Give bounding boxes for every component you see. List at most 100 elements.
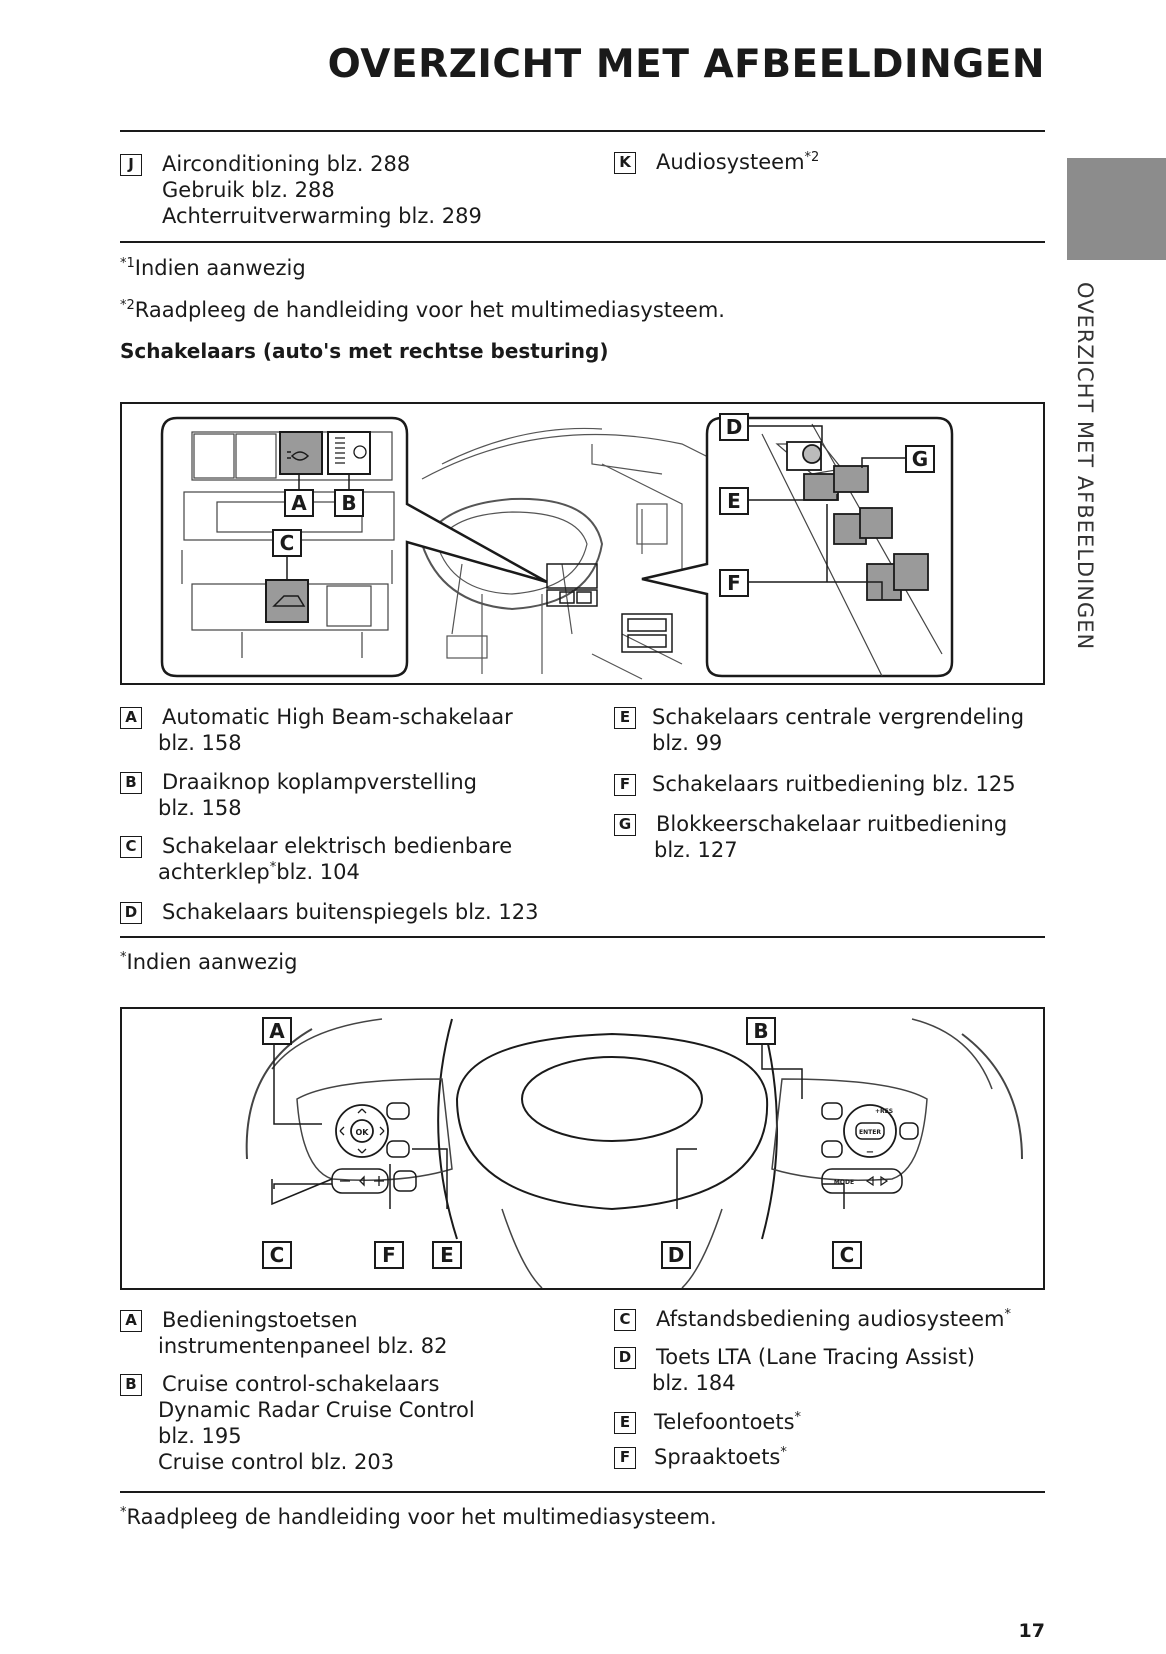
mode-button-label: MODE [834,1179,854,1186]
figure-callout-d: D [726,415,743,439]
legend-item-b: B Cruise control-schakelaars Dynamic Rad… [120,1371,590,1475]
section-rule [120,936,1045,938]
legend-item-e: E Telefoontoets* [614,1409,1044,1435]
item-text: instrumentenpaneel blz. 82 [158,1334,448,1358]
item-text: Toets LTA (Lane Tracing Assist) [656,1345,975,1369]
steering-wheel-illustration: A B C F E D C OK ENTER MODE +RES − [120,1007,1045,1290]
item-text: Airconditioning blz. 288 [162,152,411,176]
item-text: Achterruitverwarming blz. 289 [162,204,482,228]
item-text: Cruise control-schakelaars [162,1372,440,1396]
section-rule [120,241,1045,243]
item-text: blz. 158 [158,731,242,755]
key-badge: E [614,1412,636,1434]
item-text: Schakelaar elektrisch bedienbare [162,834,513,858]
footnote-mark: *2 [120,298,135,313]
footnote-text: Indien aanwezig [126,950,298,974]
key-badge: B [120,772,142,794]
figure-callout-a: A [269,1019,285,1043]
section-rule [120,1491,1045,1493]
item-text: Spraaktoets [654,1445,781,1469]
key-badge: A [120,1310,142,1332]
section-tab [1067,158,1166,260]
figure-callout-c: C [280,531,295,555]
item-text: Gebruik blz. 288 [162,178,335,202]
legend-item-g: G Blokkeerschakelaar ruitbediening blz. … [614,811,1044,863]
res-button-label: +RES [875,1108,893,1115]
footnote: *1Indien aanwezig [120,256,306,280]
legend-item-j: J Airconditioning blz. 288 Gebruik blz. … [120,151,590,229]
footnote-mark: * [780,1445,787,1460]
section-heading: Schakelaars (auto's met rechtse besturin… [120,339,609,363]
minus-button-label: − [866,1147,874,1158]
legend-item-c: C Afstandsbediening audiosysteem* [614,1306,1044,1332]
header-rule [120,130,1045,132]
legend-item-c: C Schakelaar elektrisch bedienbare achte… [120,833,590,885]
key-badge: D [614,1347,636,1369]
legend-item-e: E Schakelaars centrale vergrendeling blz… [614,704,1044,756]
enter-button-label: ENTER [859,1129,881,1136]
item-text: Audiosysteem [656,150,805,174]
key-badge: J [120,154,142,176]
figure-callout-g: G [912,447,928,471]
item-text: blz. 195 [158,1424,242,1448]
footnote-mark: * [794,1410,802,1425]
key-badge: D [120,902,142,924]
legend-item-k: K Audiosysteem*2 [614,149,1044,175]
figure-callout-a: A [291,491,307,515]
footnote-mark: *1 [120,256,135,271]
key-badge: K [614,152,636,174]
key-badge: E [614,707,636,729]
footnote-text: Indien aanwezig [134,256,306,280]
footnote-mark: * [120,1505,127,1520]
item-text: achterklep [158,860,270,884]
figure-callout-c-left: C [270,1243,285,1267]
legend-item-a: A Bedieningstoetsen instrumentenpaneel b… [120,1307,590,1359]
figure-callout-b: B [341,491,356,515]
legend-item-d: D Schakelaars buitenspiegels blz. 123 [120,899,590,925]
item-text: Schakelaars centrale vergrendeling [652,705,1025,729]
figure-callout-f: F [727,571,741,595]
footnote: *Indien aanwezig [120,950,297,974]
figure-callout-f: F [382,1243,396,1267]
item-text: Schakelaars buitenspiegels blz. 123 [162,900,539,924]
footnote-text: Raadpleeg de handleiding voor het multim… [134,298,725,322]
footnote-mark: * [1004,1307,1011,1322]
legend-item-f: F Spraaktoets* [614,1444,1044,1470]
figure-callout-d: D [668,1243,685,1267]
key-badge: C [120,836,142,858]
footnote-text: Raadpleeg de handleiding voor het multim… [126,1505,717,1529]
figure-callout-e: E [727,489,741,513]
item-text: blz. 158 [158,796,242,820]
item-text: blz. 127 [654,838,738,862]
figure-callout-c-right: C [840,1243,855,1267]
item-text: Telefoontoets [654,1410,795,1434]
page-title: OVERZICHT MET AFBEELDINGEN [327,42,1045,87]
footnote-mark: *2 [804,150,820,165]
side-tab-label: OVERZICHT MET AFBEELDINGEN [1073,282,1097,651]
key-badge: F [614,1447,636,1469]
legend-item-d: D Toets LTA (Lane Tracing Assist) blz. 1… [614,1344,1044,1396]
key-badge: F [614,774,636,796]
item-text: Blokkeerschakelaar ruitbediening [656,812,1008,836]
key-badge: B [120,1374,142,1396]
item-text: blz. 104 [276,860,360,884]
dashboard-switches-illustration: A B C D E F G [120,402,1045,685]
figure-callout-e: E [440,1243,454,1267]
ok-button-label: OK [356,1128,370,1137]
key-badge: C [614,1309,636,1331]
key-badge: G [614,814,636,836]
item-text: Dynamic Radar Cruise Control [158,1398,475,1422]
page-number: 17 [1018,1620,1045,1642]
item-text: Bedieningstoetsen [162,1308,358,1332]
item-text: blz. 99 [652,731,723,755]
item-text: Schakelaars ruitbediening blz. 125 [652,772,1016,796]
item-text: Draaiknop koplampverstelling [162,770,477,794]
item-text: blz. 184 [652,1371,736,1395]
footnote: *Raadpleeg de handleiding voor het multi… [120,1505,717,1529]
footnote-mark: * [269,860,277,875]
figure-callout-b: B [753,1019,768,1043]
item-text: Automatic High Beam-schakelaar [162,705,513,729]
legend-item-a: A Automatic High Beam-schakelaar blz. 15… [120,704,590,756]
footnote: *2Raadpleeg de handleiding voor het mult… [120,298,725,322]
item-text: Afstandsbediening audiosysteem [656,1307,1005,1331]
